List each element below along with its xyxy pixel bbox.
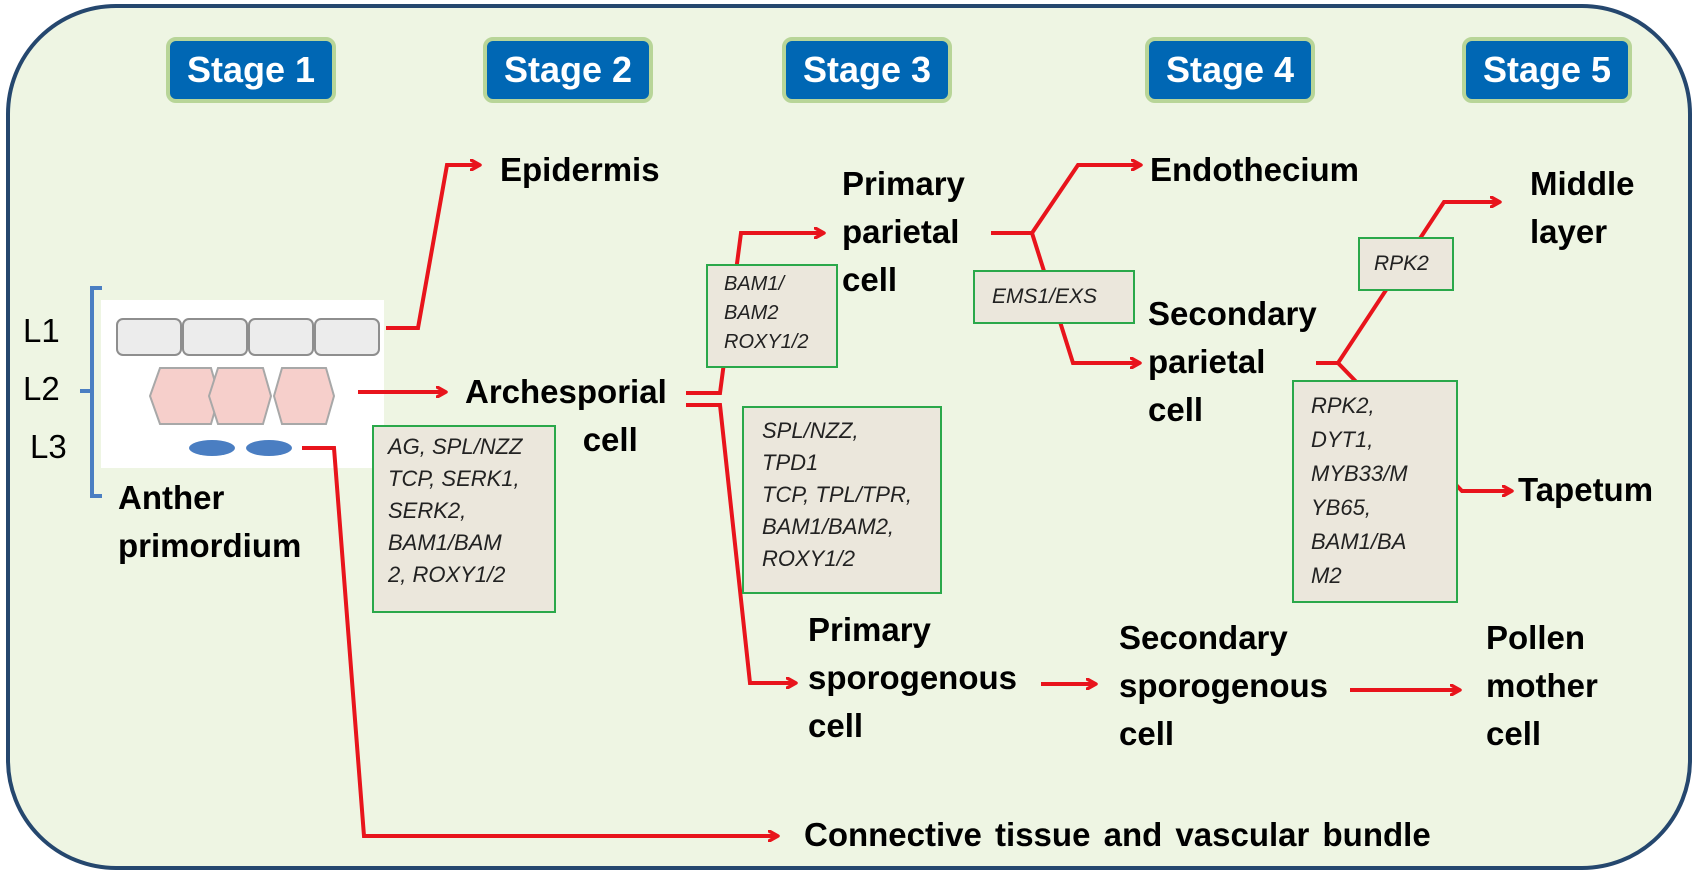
label-endothecium: Endothecium [1150,151,1360,188]
arrow-to-epidermis [386,165,480,330]
l1-cell [314,318,380,356]
stage-3-header: Stage 3 [782,37,952,103]
layer-l1-label: L1 [23,312,60,349]
gene-box-stage4: EMS1/EXS [973,270,1135,324]
arrow-to-endothecium [991,165,1141,235]
layer-l2-label: L2 [23,370,60,407]
l2-cell [207,367,273,425]
stage-5-header: Stage 5 [1462,37,1632,103]
l2-cell [148,367,221,425]
label-tapetum: Tapetum [1518,471,1654,508]
stage-4-header: Stage 4 [1145,37,1315,103]
gene-box-stage5-middle-layer: RPK2 [1358,237,1454,291]
l1-cell [248,318,314,356]
stage-1-header: Stage 1 [166,37,336,103]
layer-bracket [80,286,102,498]
stage-2-header: Stage 2 [483,37,653,103]
layer-l3-label: L3 [30,428,67,465]
l3-cell [246,440,292,456]
l1-cell [116,318,182,356]
label-connective-tissue: Connective tissue and vascular bundle [804,816,1431,853]
l2-cell [272,367,336,425]
arrow-to-connective-tissue [302,446,778,836]
label-epidermis: Epidermis [500,151,660,188]
l1-cell [182,318,248,356]
l3-cell [189,440,235,456]
arrow-to-primary-sporogenous [686,403,796,683]
